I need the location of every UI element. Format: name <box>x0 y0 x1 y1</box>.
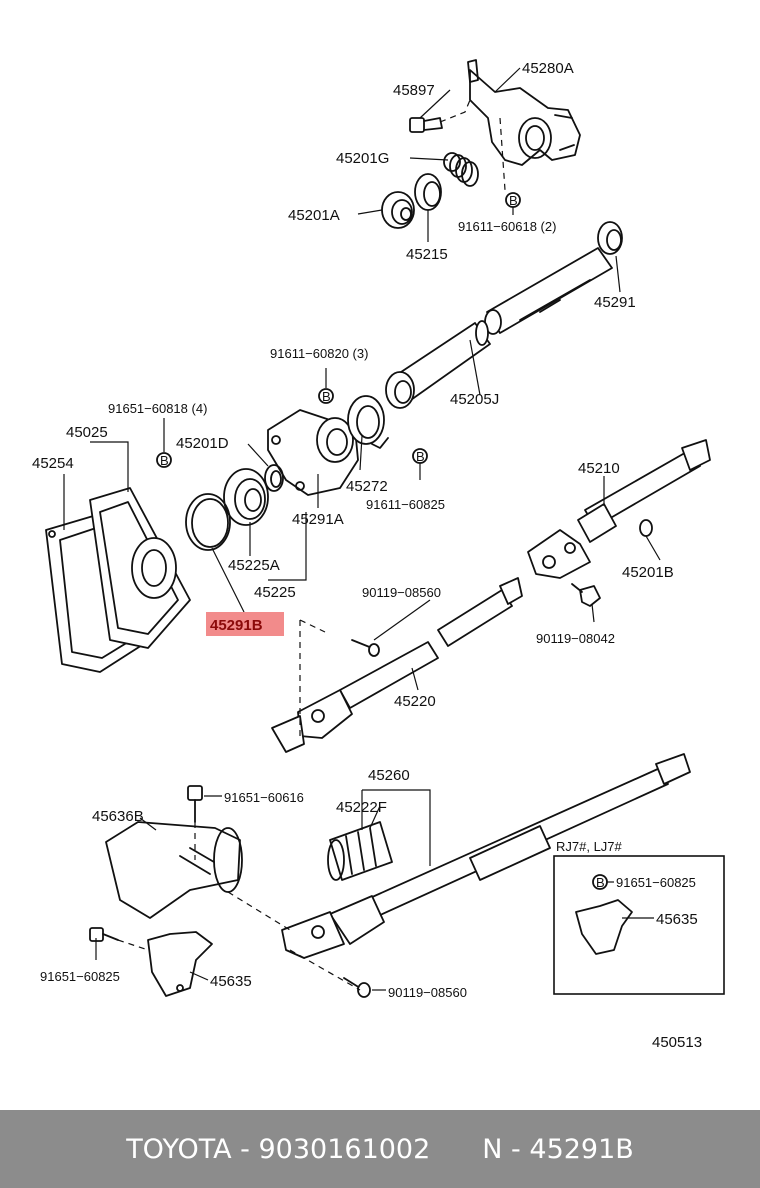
label-45291: 45291 <box>594 294 636 311</box>
label-45635-bottom: 45635 <box>210 973 252 990</box>
label-45205j: 45205J <box>450 391 499 408</box>
column-tube-45291 <box>484 221 623 335</box>
highlight-box-45291b <box>206 612 284 636</box>
label-91651-60818: 91651−60818 (4) <box>108 401 207 416</box>
label-45201a: 45201A <box>288 207 340 224</box>
label-45636b: 45636B <box>92 808 144 825</box>
bolt-mark-91611-60825: B <box>412 448 428 464</box>
bolt-mark-91611-60618: B <box>505 192 521 208</box>
boot-45222f <box>327 821 393 881</box>
bearing-45225 <box>223 468 269 526</box>
svg-text:B: B <box>509 193 518 208</box>
shaft-45205j <box>385 320 491 409</box>
label-45254: 45254 <box>32 455 74 472</box>
dust-boot-45025 <box>89 487 191 649</box>
bolt-91651-60616 <box>187 785 203 823</box>
label-45225: 45225 <box>254 584 296 601</box>
label-91651-60825-bottom: 91651−60825 <box>40 969 120 984</box>
svg-text:B: B <box>596 875 605 890</box>
label-45280a: 45280A <box>522 60 574 77</box>
shaft-assy-45260 <box>281 753 691 959</box>
label-45260: 45260 <box>368 767 410 784</box>
collar-45215 <box>414 173 442 211</box>
svg-text:B: B <box>416 449 425 464</box>
o-ring-45291b <box>185 493 231 551</box>
footer-part-info: TOYOTA - 9030161002 <box>126 1133 431 1165</box>
snap-ring-45201b <box>639 519 653 537</box>
bearing-45201a <box>381 191 415 229</box>
column-bracket-45280a <box>467 59 581 166</box>
label-45201g: 45201G <box>336 150 389 167</box>
label-91651-60616: 91651−60616 <box>224 790 304 805</box>
part-labels: 45280A 45897 45201G 45201A 91611−60618 (… <box>32 60 702 1051</box>
label-45215: 45215 <box>406 246 448 263</box>
label-90119-08560-bottom: 90119−08560 <box>388 985 467 1000</box>
svg-text:B: B <box>160 453 169 468</box>
label-91611-60825: 91611−60825 <box>366 497 445 512</box>
label-90119-08042: 90119−08042 <box>536 631 615 646</box>
bolt-90119-08560-bottom <box>343 977 371 998</box>
housing-45291a <box>267 409 359 496</box>
diagram-number: 450513 <box>652 1034 702 1051</box>
label-45201d: 45201D <box>176 435 229 452</box>
inset-box: RJ7#, LJ7# B <box>553 839 725 995</box>
footer-ref-info: N - 45291B <box>482 1133 634 1165</box>
bolt-91651-60825-bottom <box>89 927 119 942</box>
label-45201b: 45201B <box>622 564 674 581</box>
leader-lines <box>63 67 661 991</box>
spring-45201g <box>443 152 479 187</box>
label-45291b: 45291B <box>210 617 263 634</box>
clamp-45272 <box>347 395 389 449</box>
steering-column-exploded-diagram: B B B <box>32 59 725 1051</box>
bolt-90119-08560-top <box>351 639 380 657</box>
label-91651-60825-inset: 91651−60825 <box>616 875 696 890</box>
bolt-mark-91611-60820: B <box>318 388 334 404</box>
label-45220: 45220 <box>394 693 436 710</box>
cover-45636b <box>105 821 243 919</box>
label-90119-08560-top: 90119−08560 <box>362 585 441 600</box>
footer-bar: TOYOTA - 9030161002 N - 45291B <box>0 1110 760 1188</box>
label-45272: 45272 <box>346 478 388 495</box>
universal-joint-upper <box>527 529 591 579</box>
bolt-90119-08042 <box>571 583 601 607</box>
bracket-45635-bottom <box>147 931 213 997</box>
label-45635-inset: 45635 <box>656 911 698 928</box>
label-45291a: 45291A <box>292 511 344 528</box>
label-45025: 45025 <box>66 424 108 441</box>
bolt-45897 <box>409 117 443 133</box>
label-45222f: 45222F <box>336 799 387 816</box>
inset-title: RJ7#, LJ7# <box>556 839 623 854</box>
label-45897: 45897 <box>393 82 435 99</box>
svg-text:B: B <box>322 389 331 404</box>
label-91611-60820: 91611−60820 (3) <box>270 346 368 361</box>
label-91611-60618: 91611−60618 (2) <box>458 219 556 234</box>
label-45210: 45210 <box>578 460 620 477</box>
lower-shaft-45220 <box>271 577 523 753</box>
label-45225a: 45225A <box>228 557 280 574</box>
intermediate-shaft-45210 <box>577 439 711 543</box>
ring-45201d <box>264 464 284 492</box>
bolt-mark-91651-60818: B <box>156 452 172 468</box>
